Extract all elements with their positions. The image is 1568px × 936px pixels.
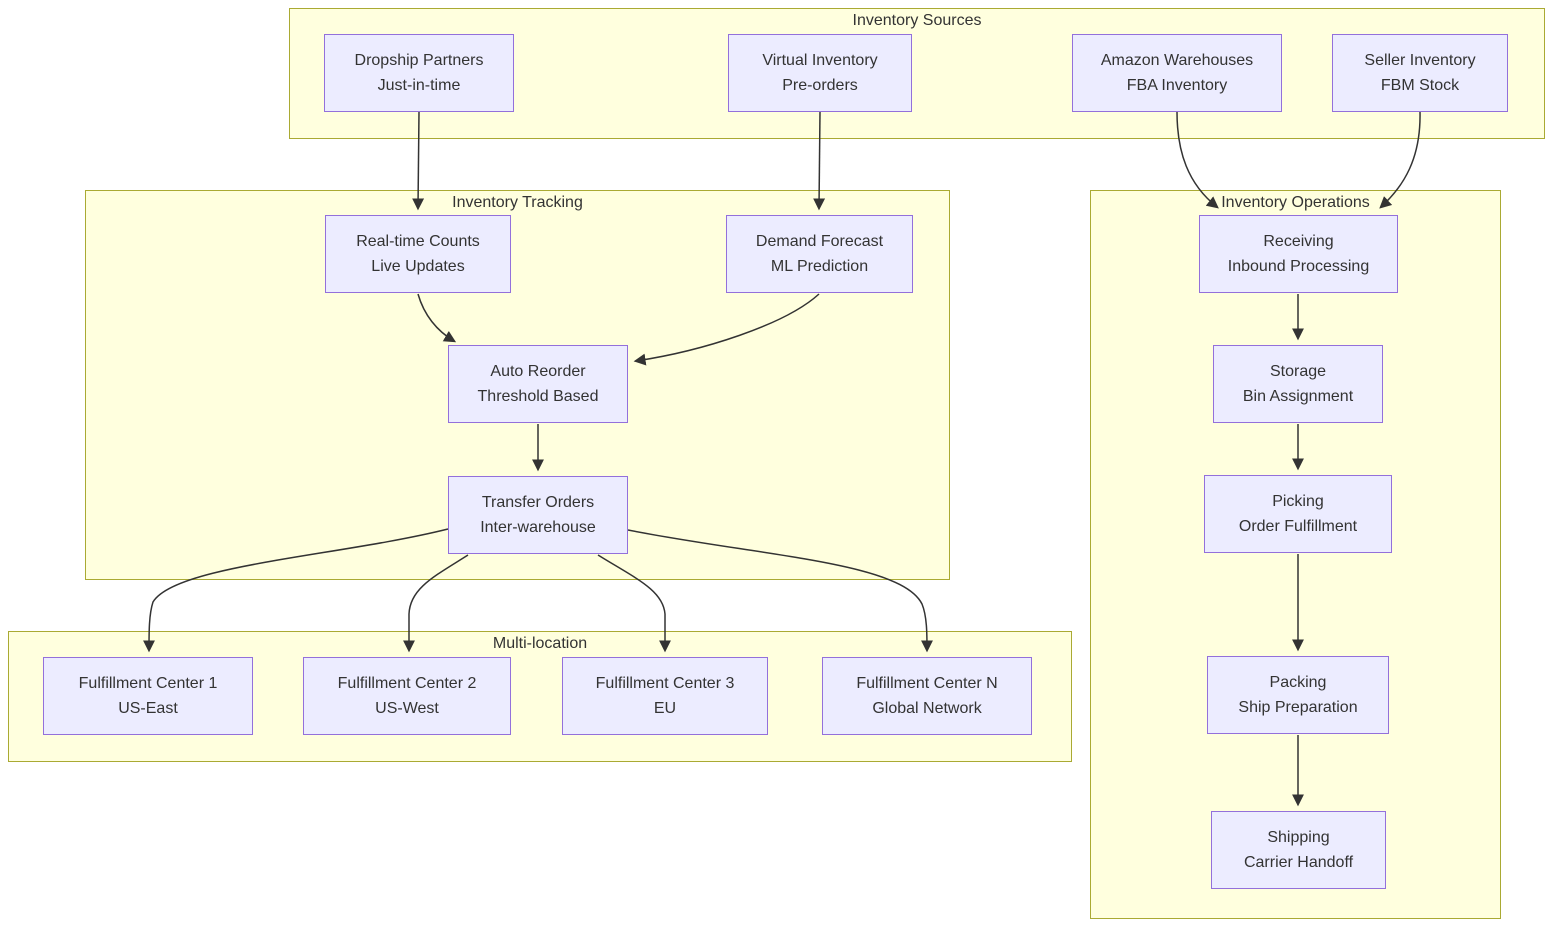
node-label-line1: Virtual Inventory bbox=[762, 52, 878, 69]
node-label-line1: Storage bbox=[1269, 363, 1327, 380]
edge-realtime-to-autoreorder bbox=[417, 293, 457, 343]
node-label-line2: Global Network bbox=[872, 700, 982, 717]
node-label-line1: Receiving bbox=[1263, 233, 1334, 250]
edge-transfer-to-fc2 bbox=[403, 554, 469, 653]
node-label-line1: Seller Inventory bbox=[1364, 52, 1476, 69]
edge-transfer-to-fc3 bbox=[597, 554, 671, 653]
node-label-line2: ML Prediction bbox=[770, 258, 869, 275]
node-label-line2: Just-in-time bbox=[377, 77, 461, 94]
node-label-line1: Fulfillment Center 2 bbox=[337, 675, 477, 692]
node-label-line1: Fulfillment Center 1 bbox=[78, 675, 218, 692]
edge-virtual-to-demand bbox=[813, 111, 826, 211]
node-label-line2: Inbound Processing bbox=[1227, 258, 1370, 275]
node-label-line2: Threshold Based bbox=[477, 388, 599, 405]
edge-amazon-to-receiving bbox=[1176, 111, 1219, 209]
node-label-line2: Ship Preparation bbox=[1238, 699, 1358, 716]
node-label-line1: Real-time Counts bbox=[356, 233, 480, 250]
node-label-line2: Order Fulfillment bbox=[1238, 518, 1358, 535]
edge-dropship-to-realtime bbox=[412, 111, 425, 211]
node-label-line2: EU bbox=[653, 700, 677, 717]
node-amazon-warehouses: Amazon Warehouses FBA Inventory bbox=[1072, 34, 1282, 112]
node-demand-forecast: Demand Forecast ML Prediction bbox=[726, 215, 913, 293]
node-label-line1: Dropship Partners bbox=[354, 52, 484, 69]
node-label-line2: Carrier Handoff bbox=[1243, 854, 1354, 871]
edge-transfer-to-fc1 bbox=[143, 528, 449, 653]
node-fulfillment-center-1: Fulfillment Center 1 US-East bbox=[43, 657, 253, 735]
node-label-line1: Fulfillment Center 3 bbox=[595, 675, 735, 692]
node-label-line2: US-East bbox=[118, 700, 178, 717]
node-label-line1: Picking bbox=[1272, 493, 1324, 510]
node-picking: Picking Order Fulfillment bbox=[1204, 475, 1392, 553]
edge-transfer-to-fcn bbox=[627, 529, 933, 653]
node-seller-inventory: Seller Inventory FBM Stock bbox=[1332, 34, 1508, 112]
node-label-line2: Bin Assignment bbox=[1242, 388, 1354, 405]
node-storage: Storage Bin Assignment bbox=[1213, 345, 1383, 423]
node-label-line1: Demand Forecast bbox=[755, 233, 884, 250]
node-packing: Packing Ship Preparation bbox=[1207, 656, 1389, 734]
node-label-line1: Packing bbox=[1269, 674, 1327, 691]
node-label-line2: Inter-warehouse bbox=[480, 519, 596, 536]
edge-demand-to-autoreorder bbox=[633, 293, 820, 366]
node-receiving: Receiving Inbound Processing bbox=[1199, 215, 1398, 293]
node-shipping: Shipping Carrier Handoff bbox=[1211, 811, 1386, 889]
node-label-line1: Shipping bbox=[1267, 829, 1330, 846]
node-label-line2: FBM Stock bbox=[1380, 77, 1460, 94]
node-fulfillment-center-3: Fulfillment Center 3 EU bbox=[562, 657, 768, 735]
node-label-line1: Amazon Warehouses bbox=[1100, 52, 1254, 69]
node-fulfillment-center-2: Fulfillment Center 2 US-West bbox=[303, 657, 511, 735]
node-label-line1: Transfer Orders bbox=[481, 494, 595, 511]
node-transfer-orders: Transfer Orders Inter-warehouse bbox=[448, 476, 628, 554]
node-label-line2: Live Updates bbox=[371, 258, 465, 275]
node-label-line1: Fulfillment Center N bbox=[856, 675, 998, 692]
node-auto-reorder: Auto Reorder Threshold Based bbox=[448, 345, 628, 423]
node-dropship-partners: Dropship Partners Just-in-time bbox=[324, 34, 514, 112]
node-label-line2: FBA Inventory bbox=[1126, 77, 1228, 94]
node-real-time-counts: Real-time Counts Live Updates bbox=[325, 215, 511, 293]
subgraph-title-inventory-tracking: Inventory Tracking bbox=[452, 194, 583, 211]
subgraph-title-inventory-operations: Inventory Operations bbox=[1221, 194, 1370, 211]
node-virtual-inventory: Virtual Inventory Pre-orders bbox=[728, 34, 912, 112]
node-fulfillment-center-n: Fulfillment Center N Global Network bbox=[822, 657, 1032, 735]
subgraph-title-inventory-sources: Inventory Sources bbox=[852, 12, 982, 29]
node-label-line2: Pre-orders bbox=[782, 77, 858, 94]
node-label-line2: US-West bbox=[375, 700, 439, 717]
subgraph-title-multi-location: Multi-location bbox=[492, 635, 588, 652]
node-label-line1: Auto Reorder bbox=[490, 363, 586, 380]
edge-seller-to-receiving bbox=[1379, 111, 1421, 209]
